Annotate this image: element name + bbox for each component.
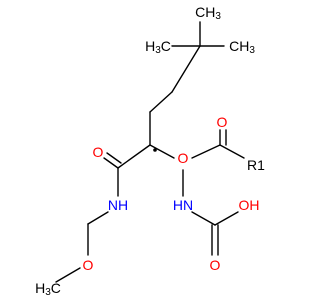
ether-oxygen: O bbox=[83, 257, 94, 273]
bond-amide-c-o-double-1 bbox=[103, 157, 119, 169]
tbutyl-left-methyl-label: H3C bbox=[145, 38, 171, 56]
amide-nh: NH bbox=[108, 197, 128, 213]
ester-carbonyl-oxygen: O bbox=[217, 114, 228, 130]
radical-dot bbox=[153, 148, 157, 152]
carbamate-nh: HN bbox=[173, 197, 193, 213]
r1-group-label: R1 bbox=[247, 157, 265, 173]
bond-alpha-c-to-amide-c bbox=[117, 144, 151, 169]
amide-carbonyl-oxygen: O bbox=[93, 144, 104, 160]
chemical-structure: CH3 H3C CH3 O NH O H3C O O R1 HN OH O bbox=[35, 4, 265, 298]
methoxy-methyl-label: H3C bbox=[35, 280, 61, 298]
tbutyl-right-methyl-label: CH3 bbox=[229, 38, 255, 56]
bond-ester-c-to-r1 bbox=[219, 144, 245, 159]
bond-ether-o-to-ch3 bbox=[55, 267, 81, 283]
bond-alpha-c-to-ester-o bbox=[149, 144, 175, 159]
tbutyl-top-methyl-label: CH3 bbox=[195, 4, 221, 22]
carbamate-hydroxyl: OH bbox=[239, 197, 260, 213]
bond-ester-o-to-carbonyl-c bbox=[191, 144, 221, 159]
carbamate-carbonyl-oxygen: O bbox=[210, 257, 221, 273]
bond-quaternary-c-to-ch2 bbox=[171, 45, 201, 93]
bond-nh-to-carbamate-c bbox=[191, 211, 216, 226]
ester-oxygen: O bbox=[178, 150, 189, 166]
bond-nh-to-ch2 bbox=[87, 211, 109, 225]
bond-carbamate-c-to-oh bbox=[214, 211, 239, 226]
bond-amide-c-o-double-2 bbox=[106, 152, 122, 164]
bond-ch2-to-ch2 bbox=[149, 91, 173, 113]
